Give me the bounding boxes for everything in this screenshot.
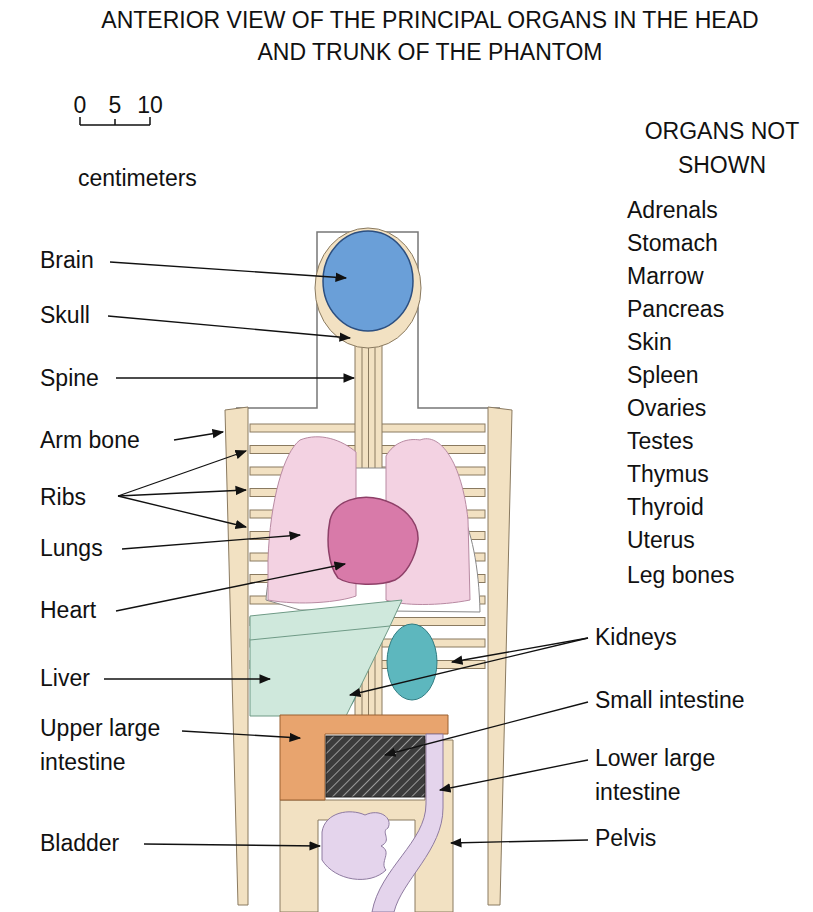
list-item: Uterus: [627, 527, 695, 553]
heart: [328, 497, 418, 584]
scale-number: 10: [135, 92, 165, 118]
organ-label: Lungs: [40, 535, 103, 561]
list-item: Thymus: [627, 461, 709, 487]
organ-label: Spine: [40, 365, 99, 391]
list-item: Adrenals: [627, 197, 718, 223]
organ-label: Pelvis: [595, 825, 656, 851]
small-intestine: [326, 736, 425, 797]
organ-label: Brain: [40, 247, 94, 273]
organ-label: Lower large intestine: [595, 741, 745, 809]
list-item: Thyroid: [627, 494, 704, 520]
organ-label: Heart: [40, 597, 96, 623]
scale-number: 5: [107, 92, 124, 118]
organ-label: Kidneys: [595, 624, 677, 650]
organ-label: Liver: [40, 665, 90, 691]
scale-unit: centimeters: [78, 165, 197, 191]
figure-title: ANTERIOR VIEW OF THE PRINCIPAL ORGANS IN…: [95, 4, 765, 68]
arm-bone: [488, 407, 512, 905]
arm-bone: [225, 407, 248, 905]
list-item: Ovaries: [627, 395, 706, 421]
list-item: Marrow: [627, 263, 704, 289]
list-heading: ORGANS NOT SHOWN: [632, 114, 812, 182]
bladder: [322, 812, 389, 880]
organ-label: Skull: [40, 302, 90, 328]
leader-lines: [104, 262, 588, 846]
scale-number: 0: [72, 92, 89, 118]
list-item: Spleen: [627, 362, 699, 388]
kidney: [387, 624, 437, 700]
liver-edge: [250, 626, 390, 640]
organ-label: Upper large intestine: [40, 711, 190, 779]
liver: [250, 600, 402, 716]
organ-label: Bladder: [40, 830, 119, 856]
upper-large-intestine: [280, 715, 448, 800]
list-item: Testes: [627, 428, 693, 454]
list-item: Pancreas: [627, 296, 724, 322]
list-item: Leg bones: [627, 562, 734, 588]
list-item: Skin: [627, 329, 672, 355]
organ-label: Arm bone: [40, 427, 140, 453]
organ-label: Ribs: [40, 484, 86, 510]
brain: [323, 231, 413, 331]
list-item: Stomach: [627, 230, 718, 256]
skull: [315, 228, 421, 348]
scale-bar: [80, 117, 150, 125]
organ-label: Small intestine: [595, 687, 805, 713]
